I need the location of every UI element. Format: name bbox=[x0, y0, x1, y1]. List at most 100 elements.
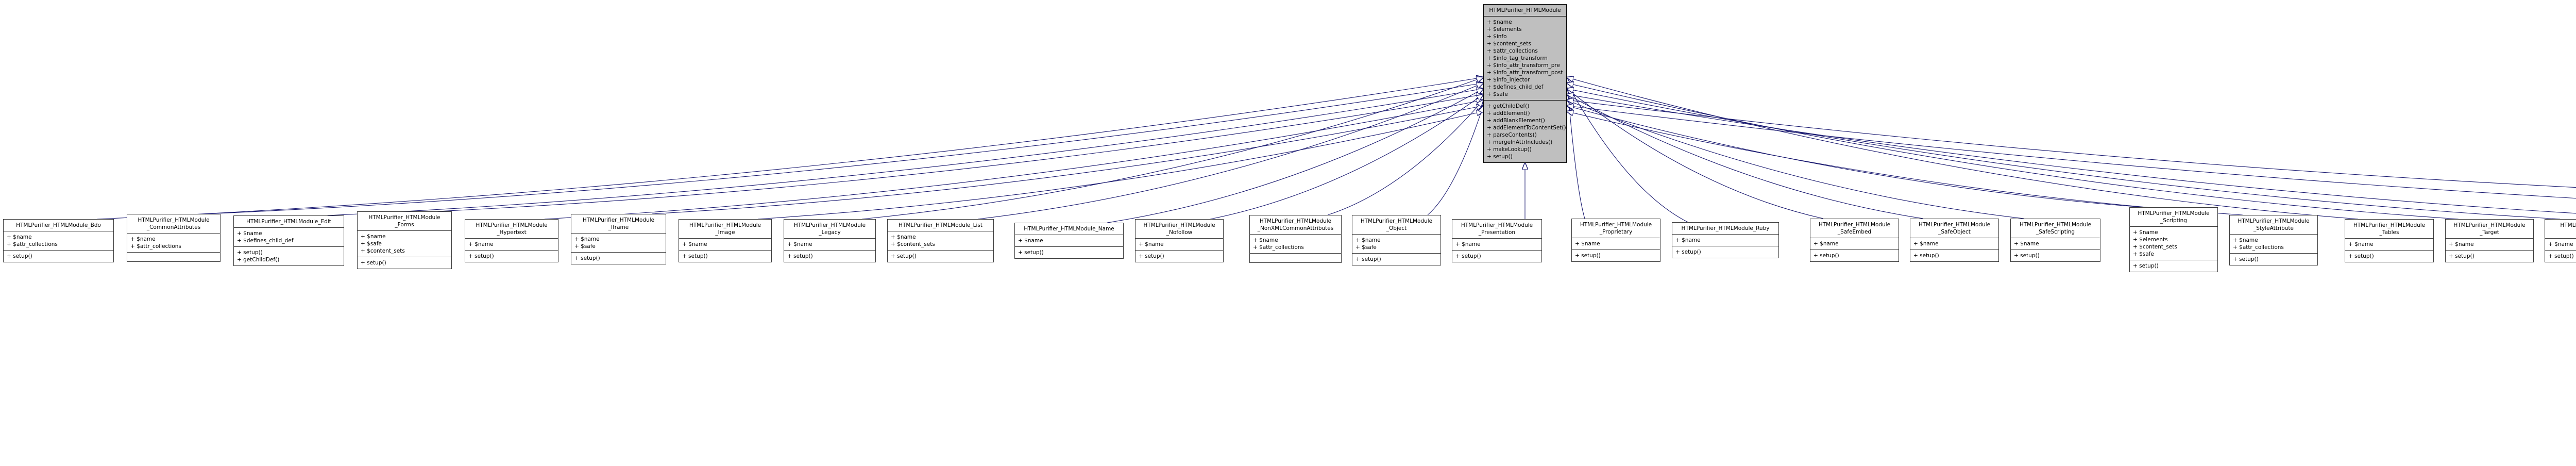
class-node-Hypertext[interactable]: HTMLPurifier_HTMLModule _Hypertext + $nam… bbox=[465, 219, 558, 262]
class-node-Image[interactable]: HTMLPurifier_HTMLModule _Image+ $name+ s… bbox=[679, 219, 772, 262]
inheritance-edge-Edit bbox=[327, 89, 1483, 216]
class-method: + makeLookup() bbox=[1487, 146, 1532, 153]
attributes-compartment: + $name bbox=[1910, 238, 1998, 249]
attributes-compartment: + $name bbox=[2345, 238, 2433, 250]
class-method: + setup() bbox=[237, 249, 263, 256]
class-node-Presentation[interactable]: HTMLPurifier_HTMLModule _Presentation + $… bbox=[1452, 219, 1542, 262]
class-node-CommonAttributes[interactable]: HTMLPurifier_HTMLModule _CommonAttribute… bbox=[127, 214, 221, 262]
class-name: HTMLPurifier_HTMLModule _Tables bbox=[2353, 222, 2426, 236]
inheritance-edge-CommonAttributes bbox=[206, 83, 1483, 214]
class-node-Object[interactable]: HTMLPurifier_HTMLModule _Object+ $name+ … bbox=[1352, 215, 1441, 265]
class-attribute: + $attr_collections bbox=[1253, 244, 1304, 251]
class-attribute: + $name bbox=[2233, 237, 2258, 243]
class-name: HTMLPurifier_HTMLModule _Legacy bbox=[793, 222, 866, 236]
methods-compartment: + setup() bbox=[2545, 250, 2576, 262]
attributes-compartment: + $name bbox=[1672, 234, 1778, 246]
class-method: + addElementToContentSet() bbox=[1487, 125, 1566, 131]
class-method: + addBlankElement() bbox=[1487, 118, 1545, 124]
class-method: + setup() bbox=[2014, 253, 2040, 259]
class-attribute: + $info_attr_transform_post bbox=[1487, 70, 1563, 76]
class-node-Ruby[interactable]: HTMLPurifier_HTMLModule_Ruby+ $name+ set… bbox=[1672, 222, 1779, 258]
inheritance-edge-NonXMLCommonAttributes bbox=[1327, 100, 1483, 215]
class-node-SafeScripting[interactable]: HTMLPurifier_HTMLModule _SafeScripting + … bbox=[2010, 219, 2100, 262]
class-node-Iframe[interactable]: HTMLPurifier_HTMLModule _Iframe + $name + … bbox=[571, 214, 666, 264]
class-node-TargetBlank[interactable]: HTMLPurifier_HTMLModule _TargetBlank+ $n… bbox=[2545, 219, 2576, 262]
methods-compartment: + setup() bbox=[2345, 250, 2433, 262]
class-method: + setup() bbox=[2233, 256, 2259, 262]
class-attribute: + $name bbox=[1455, 241, 1481, 247]
class-node-Nofollow[interactable]: HTMLPurifier_HTMLModule _Nofollow+ $name… bbox=[1135, 219, 1224, 262]
attributes-compartment: + $name+ $attr_collections bbox=[127, 233, 220, 252]
class-method: + parseContents() bbox=[1487, 132, 1537, 138]
class-node-SafeEmbed[interactable]: HTMLPurifier_HTMLModule _SafeEmbed+ $nam… bbox=[1810, 219, 1899, 262]
class-node-Legacy[interactable]: HTMLPurifier_HTMLModule _Legacy+ $name+ … bbox=[784, 219, 876, 262]
class-attribute: + $name bbox=[2133, 229, 2158, 236]
methods-compartment: + setup() bbox=[1452, 250, 1541, 262]
class-name: HTMLPurifier_HTMLModule _Presentation bbox=[1461, 222, 1533, 236]
class-node-HTMLModule[interactable]: HTMLPurifier_HTMLModule+ $name+ $element… bbox=[1483, 4, 1567, 163]
class-node-Proprietary[interactable]: HTMLPurifier_HTMLModule _Proprietary+ $n… bbox=[1571, 219, 1660, 262]
inheritance-edge-Scripting bbox=[1567, 106, 2143, 208]
methods-compartment: + setup() bbox=[1672, 246, 1778, 258]
class-attribute: + $name bbox=[574, 236, 600, 242]
class-node-Name[interactable]: HTMLPurifier_HTMLModule_Name+ $name+ set… bbox=[1014, 223, 1124, 259]
class-node-Forms[interactable]: HTMLPurifier_HTMLModule _Forms+ $name+ $… bbox=[357, 211, 452, 269]
methods-compartment: + setup() bbox=[1136, 250, 1223, 262]
class-method: + setup() bbox=[468, 253, 494, 259]
methods-compartment: + setup() bbox=[1910, 249, 1998, 261]
methods-compartment bbox=[1250, 253, 1341, 262]
inheritance-edge-Text bbox=[1567, 94, 2576, 214]
class-node-NonXMLCommonAttributes[interactable]: HTMLPurifier_HTMLModule _NonXMLCommonAtt… bbox=[1249, 215, 1342, 263]
class-attribute: + $name bbox=[2014, 241, 2039, 247]
class-method: + setup() bbox=[1675, 249, 1701, 255]
class-name: HTMLPurifier_HTMLModule _Iframe bbox=[582, 217, 655, 230]
class-node-StyleAttribute[interactable]: HTMLPurifier_HTMLModule _StyleAttribute+… bbox=[2229, 215, 2318, 265]
class-method: + mergeInAttrIncludes() bbox=[1487, 139, 1553, 145]
class-node-Bdo[interactable]: HTMLPurifier_HTMLModule_Bdo+ $name+ $att… bbox=[3, 219, 114, 262]
attributes-compartment: + $name+ $content_sets bbox=[888, 231, 993, 250]
class-attribute: + $name bbox=[787, 241, 812, 247]
methods-compartment: + setup() bbox=[4, 250, 113, 262]
inheritance-edge-Image bbox=[757, 111, 1483, 220]
class-attribute: + $elements bbox=[1487, 26, 1522, 32]
inheritance-edge-XMLCommonAttributes bbox=[1567, 106, 2576, 199]
inheritance-edge-SafeScripting bbox=[1567, 100, 2024, 219]
class-name: HTMLPurifier_HTMLModule _Target bbox=[2453, 222, 2526, 236]
attributes-compartment: + $name+ $elements+ $info+ $content_sets… bbox=[1484, 16, 1566, 100]
class-name: HTMLPurifier_HTMLModule _SafeScripting bbox=[2019, 222, 2092, 235]
class-method: + addElement() bbox=[1487, 110, 1530, 116]
attributes-compartment: + $name+ $attr_collections bbox=[1250, 234, 1341, 253]
class-method: + setup() bbox=[2449, 253, 2475, 259]
methods-compartment: + setup() bbox=[888, 250, 993, 262]
class-attribute: + $name bbox=[237, 230, 262, 237]
inheritance-edge-Tidy bbox=[1567, 100, 2576, 188]
class-node-Edit[interactable]: HTMLPurifier_HTMLModule_Edit+ $name+ $de… bbox=[233, 215, 344, 266]
class-method: + setup() bbox=[1455, 253, 1481, 259]
methods-compartment: + setup() bbox=[2230, 253, 2317, 265]
methods-compartment bbox=[127, 252, 220, 261]
class-attribute: + $name bbox=[7, 234, 32, 240]
class-node-Target[interactable]: HTMLPurifier_HTMLModule _Target+ $name+ … bbox=[2445, 219, 2534, 262]
class-name: HTMLPurifier_HTMLModule _Forms bbox=[368, 214, 440, 228]
attributes-compartment: + $name+ $attr_collections bbox=[4, 231, 113, 250]
attributes-compartment: + $name bbox=[465, 238, 558, 250]
class-attribute: + $info bbox=[1487, 34, 1507, 40]
class-name: HTMLPurifier_HTMLModule _Nofollow bbox=[1143, 222, 1215, 236]
class-node-SafeObject[interactable]: HTMLPurifier_HTMLModule _SafeObject+ $na… bbox=[1910, 219, 1999, 262]
class-attribute: + $safe bbox=[2133, 251, 2154, 257]
class-attribute: + $safe bbox=[1487, 91, 1508, 97]
class-attribute: + $content_sets bbox=[891, 241, 935, 247]
class-attribute: + $info_tag_transform bbox=[1487, 55, 1548, 61]
inheritance-edge-StyleAttribute bbox=[1567, 111, 2243, 215]
class-name: HTMLPurifier_HTMLModule _Hypertext bbox=[476, 222, 548, 236]
class-method: + getChildDef() bbox=[237, 257, 280, 263]
class-node-Tables[interactable]: HTMLPurifier_HTMLModule _Tables + $name+ … bbox=[2345, 219, 2434, 262]
class-attribute: + $name bbox=[1018, 238, 1043, 244]
class-node-Scripting[interactable]: HTMLPurifier_HTMLModule _Scripting+ $nam… bbox=[2129, 207, 2218, 272]
class-node-List[interactable]: HTMLPurifier_HTMLModule_List+ $name+ $co… bbox=[887, 219, 994, 262]
methods-compartment: + setup() bbox=[571, 252, 666, 264]
attributes-compartment: + $name+ $attr_collections bbox=[2230, 234, 2317, 253]
inheritance-edge-TargetBlank bbox=[1567, 89, 2561, 220]
inheritance-edge-Ruby bbox=[1567, 83, 1688, 223]
